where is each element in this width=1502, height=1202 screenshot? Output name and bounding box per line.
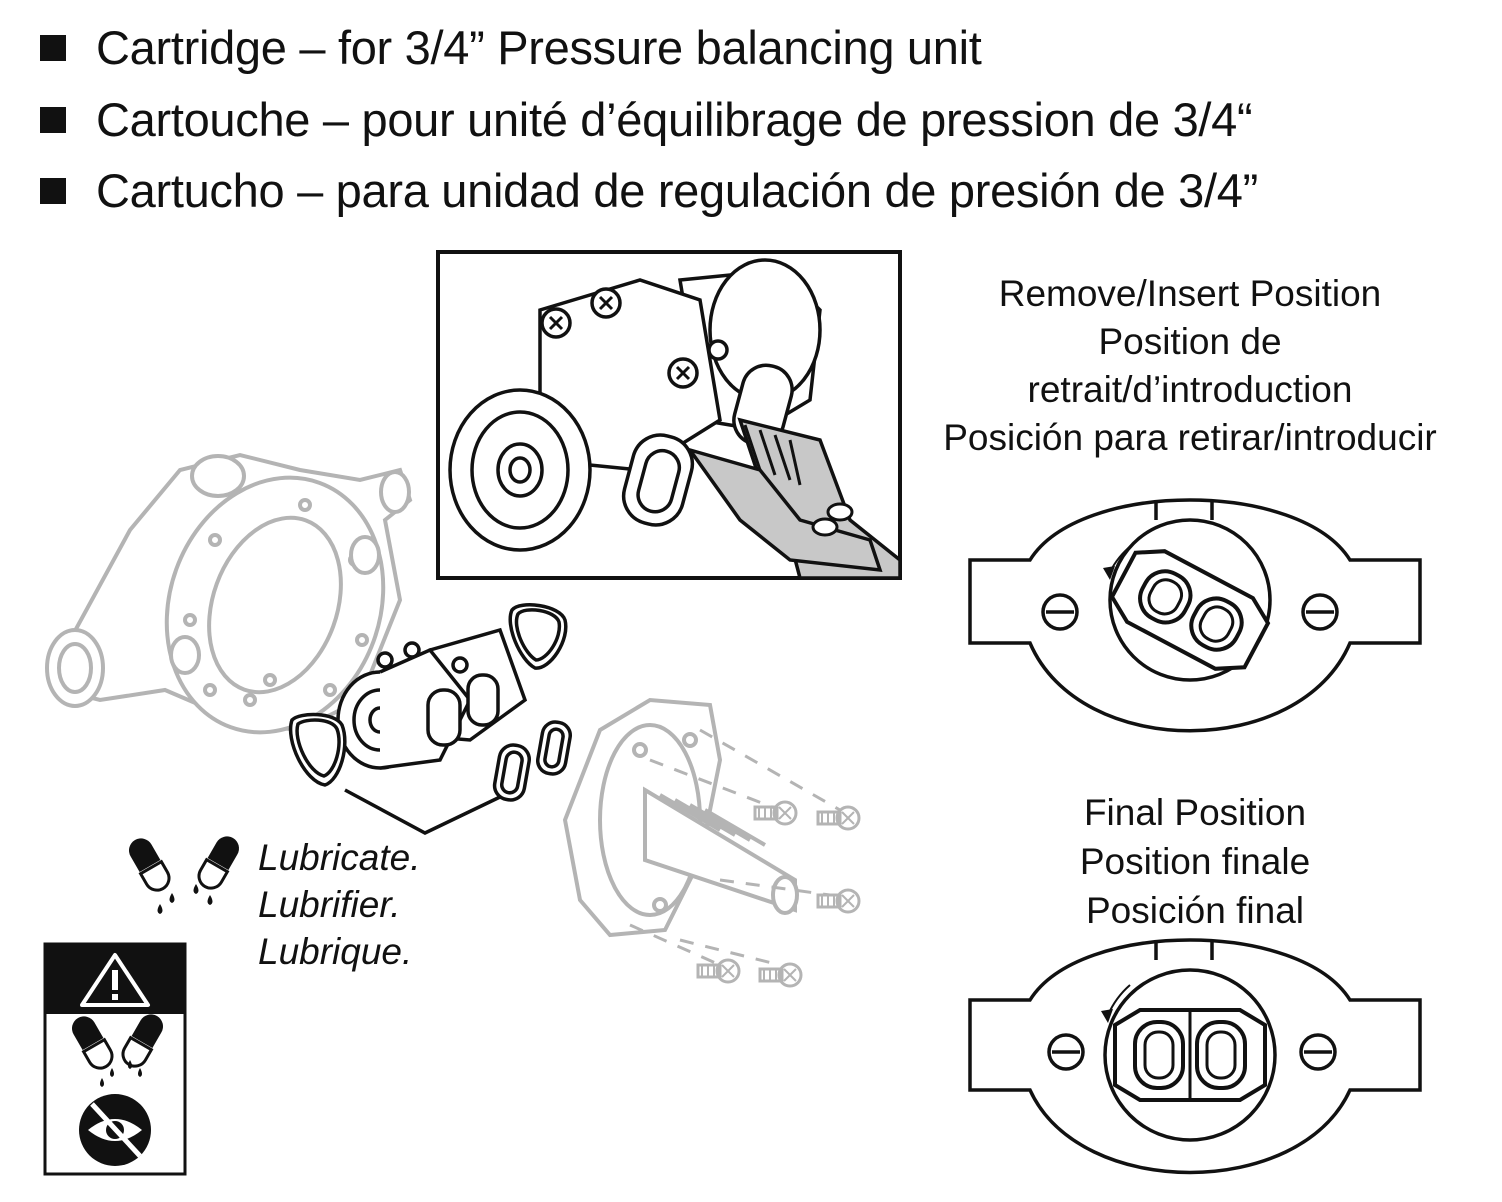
label-line: Position finale	[1079, 841, 1311, 883]
eye-protection-icon	[79, 1094, 151, 1166]
label-line: Posición para retirar/introducir	[943, 417, 1437, 459]
grease-capsule-icon	[123, 830, 245, 914]
label-line: retrait/d’introduction	[1027, 369, 1353, 411]
bullet-square-icon	[40, 34, 66, 61]
insert-position-diagram	[968, 498, 1422, 733]
label-line: Remove/Insert Position	[998, 273, 1382, 314]
lubricate-label: Lubricate. Lubrifier. Lubrique.	[258, 835, 421, 976]
heading-english: Cartridge – for 3/4” Pressure balancing …	[40, 24, 982, 71]
final-position-label: Final Position Position finale Posición …	[990, 788, 1400, 936]
grease-capsule-icon	[66, 1008, 169, 1087]
warning-label	[43, 942, 187, 1176]
lubricate-leader-line	[344, 788, 501, 835]
heading-text: Cartridge – for 3/4” Pressure balancing …	[96, 21, 982, 74]
heading-text: Cartucho – para unidad de regulación de …	[96, 164, 1258, 217]
cartridge-exploded	[288, 603, 572, 802]
valve-body-ghost	[45, 452, 413, 735]
insert-position-label: Remove/Insert Position Position de retra…	[925, 270, 1455, 462]
label-line: Final Position	[1083, 792, 1307, 833]
label-line: Position de	[1098, 321, 1282, 363]
label-line: Lubrifier.	[258, 883, 401, 925]
bullet-square-icon	[40, 177, 66, 204]
label-line: Posición final	[1085, 890, 1304, 932]
final-position-diagram	[968, 938, 1422, 1175]
screw-guide-lines	[629, 728, 841, 967]
inset-pliers-detail	[436, 250, 902, 580]
warning-triangle-icon	[80, 953, 150, 1007]
label-line: Lubricate.	[258, 837, 421, 878]
bullet-square-icon	[40, 106, 66, 133]
heading-spanish: Cartucho – para unidad de regulación de …	[40, 167, 1258, 214]
heading-french: Cartouche – pour unité d’équilibrage de …	[40, 93, 1253, 146]
label-line: Lubrique.	[258, 930, 413, 972]
heading-text: Cartouche – pour unité d’équilibrage de …	[96, 93, 1253, 146]
escutcheon-ghost	[562, 697, 799, 938]
